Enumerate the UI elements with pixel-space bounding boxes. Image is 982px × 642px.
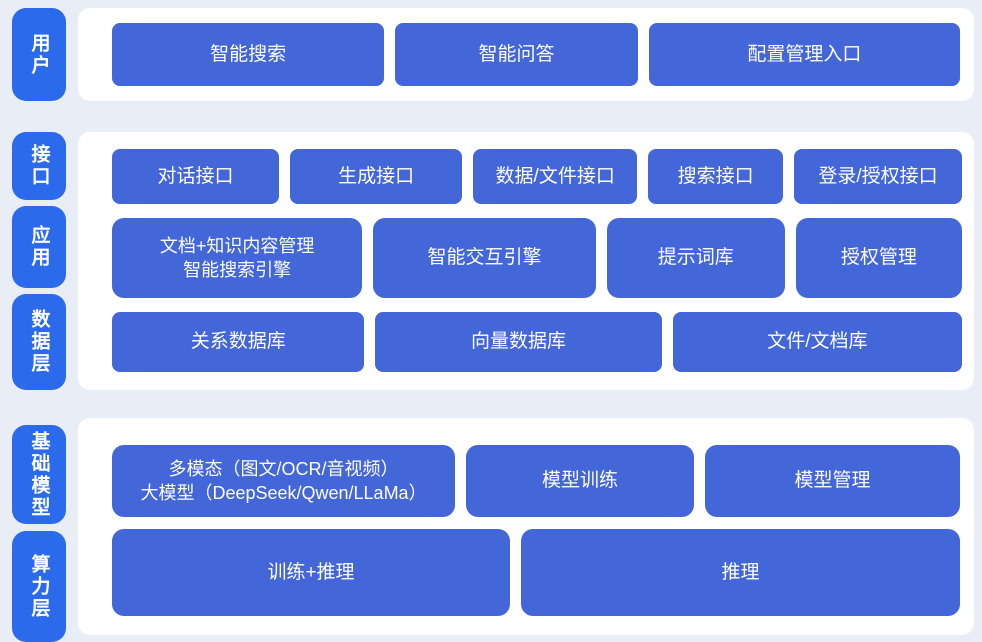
block-model-training[interactable]: 模型训练 <box>466 445 695 517</box>
block-smart-search[interactable]: 智能搜索 <box>112 23 385 86</box>
layer-label-base-models: 基础模型 <box>12 425 66 525</box>
block-dialog-api[interactable]: 对话接口 <box>112 149 280 204</box>
application-row: 文档+知识内容管理 智能搜索引擎 智能交互引擎 提示词库 授权管理 <box>112 218 962 298</box>
block-login-auth-api[interactable]: 登录/授权接口 <box>793 149 962 204</box>
block-generation-api[interactable]: 生成接口 <box>290 149 463 204</box>
layer-label-data-layer: 数据层 <box>12 294 66 390</box>
interface-row: 对话接口 生成接口 数据/文件接口 搜索接口 登录/授权接口 <box>112 149 962 204</box>
section-bottom-layers: 基础模型 算力层 多模态（图文/OCR/音视频） 大模型（DeepSeek/Qw… <box>12 418 974 642</box>
middle-layers-rail: 接口 应用 数据层 <box>12 132 66 390</box>
block-authorization-management[interactable]: 授权管理 <box>795 218 962 298</box>
block-training-plus-inference[interactable]: 训练+推理 <box>112 529 510 616</box>
block-config-management-entry[interactable]: 配置管理入口 <box>648 23 960 86</box>
user-layer-panel: 智能搜索 智能问答 配置管理入口 <box>78 8 974 101</box>
block-multimodal-llm[interactable]: 多模态（图文/OCR/音视频） 大模型（DeepSeek/Qwen/LLaMa） <box>112 445 456 517</box>
block-file-document-store[interactable]: 文件/文档库 <box>672 312 962 372</box>
block-model-management[interactable]: 模型管理 <box>705 445 960 517</box>
layer-label-user: 用户 <box>12 8 66 101</box>
layer-label-interface: 接口 <box>12 132 66 200</box>
bottom-layers-rail: 基础模型 算力层 <box>12 418 66 642</box>
user-layer-row: 智能搜索 智能问答 配置管理入口 <box>112 23 960 86</box>
section-middle-layers: 接口 应用 数据层 对话接口 生成接口 数据/文件接口 搜索接口 登录/授权接口… <box>12 132 974 390</box>
block-smart-interaction-engine[interactable]: 智能交互引擎 <box>373 218 596 298</box>
model-row: 多模态（图文/OCR/音视频） 大模型（DeepSeek/Qwen/LLaMa）… <box>112 445 960 517</box>
block-search-api[interactable]: 搜索接口 <box>648 149 783 204</box>
bottom-layers-panel: 多模态（图文/OCR/音视频） 大模型（DeepSeek/Qwen/LLaMa）… <box>78 418 974 635</box>
block-data-file-api[interactable]: 数据/文件接口 <box>473 149 638 204</box>
block-smart-qa[interactable]: 智能问答 <box>395 23 638 86</box>
block-relational-database[interactable]: 关系数据库 <box>112 312 365 372</box>
middle-layers-panel: 对话接口 生成接口 数据/文件接口 搜索接口 登录/授权接口 文档+知识内容管理… <box>78 132 974 390</box>
section-user-layer: 用户 智能搜索 智能问答 配置管理入口 <box>12 8 974 101</box>
block-inference[interactable]: 推理 <box>520 529 960 616</box>
layer-label-application: 应用 <box>12 206 66 288</box>
block-doc-knowledge-search-engine[interactable]: 文档+知识内容管理 智能搜索引擎 <box>112 218 363 298</box>
data-row: 关系数据库 向量数据库 文件/文档库 <box>112 312 962 372</box>
block-vector-database[interactable]: 向量数据库 <box>375 312 662 372</box>
user-layer-rail: 用户 <box>12 8 66 101</box>
compute-row: 训练+推理 推理 <box>112 529 960 616</box>
layer-label-compute-layer: 算力层 <box>12 531 66 642</box>
block-prompt-library[interactable]: 提示词库 <box>606 218 785 298</box>
